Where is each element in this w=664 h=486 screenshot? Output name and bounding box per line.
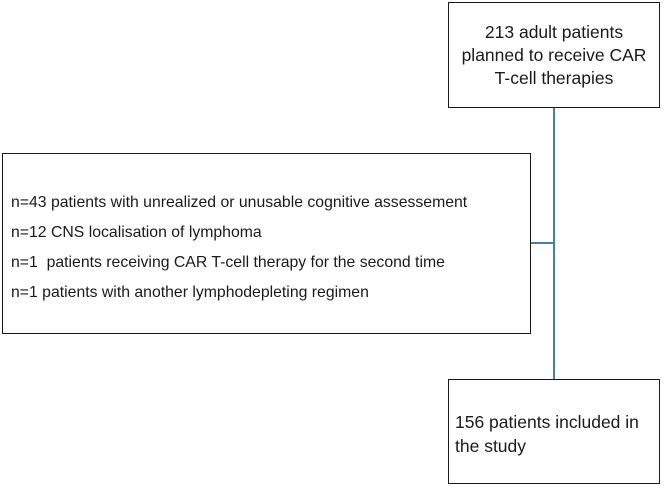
enrolled-line-1: 213 adult patients	[484, 21, 624, 42]
exclusion-line-2: n=12 CNS localisation of lymphoma	[11, 224, 262, 241]
enrolled-line-3: T-cell therapies	[494, 67, 614, 88]
exclusion-line-3: n=1 patients receiving CAR T-cell therap…	[11, 254, 445, 271]
enrolled-patients-box: 213 adult patients planned to receive CA…	[448, 2, 660, 108]
exclusion-box: n=43 patients with unrealized or unusabl…	[2, 153, 531, 334]
exclusion-line-1: n=43 patients with unrealized or unusabl…	[11, 194, 468, 211]
included-line-2: the study	[455, 436, 527, 456]
included-line-1: 156 patients included in	[455, 412, 639, 432]
enrolled-line-2: planned to receive CAR	[461, 44, 647, 65]
included-patients-box: 156 patients included in the study	[448, 379, 660, 484]
exclusion-line-4: n=1 patients with another lymphodepletin…	[11, 284, 369, 301]
